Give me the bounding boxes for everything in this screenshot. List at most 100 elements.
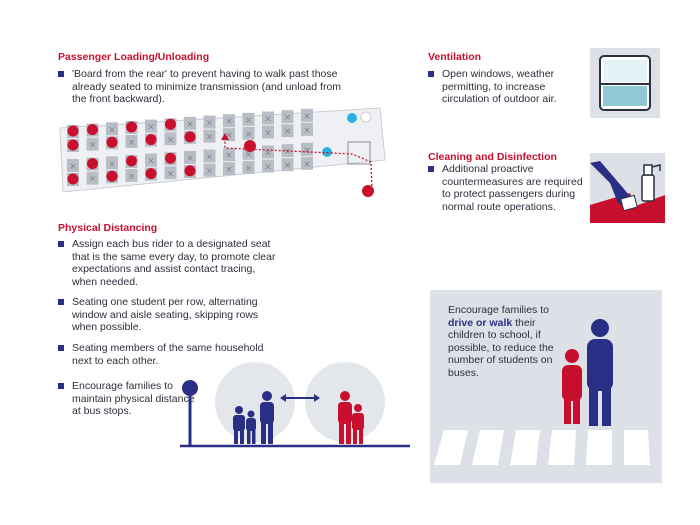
empty-seat-mark: × [89, 141, 97, 151]
empty-seat-mark: × [128, 138, 136, 148]
empty-seat-mark: × [69, 162, 77, 172]
seat [301, 156, 313, 170]
seat [262, 159, 274, 173]
empty-seat-mark: × [264, 149, 272, 159]
empty-seat-mark: × [284, 161, 292, 171]
empty-seat-mark: × [186, 154, 194, 164]
seated-passenger [145, 168, 157, 180]
seat [184, 116, 196, 130]
seat [262, 125, 274, 139]
navy-family-icon [233, 391, 274, 444]
empty-seat-mark: × [186, 120, 194, 130]
seat [67, 159, 79, 172]
seated-passenger [67, 139, 79, 151]
empty-seat-mark: × [264, 129, 272, 139]
cleaning-icon [590, 153, 665, 223]
empty-seat-mark: × [284, 147, 292, 157]
cleaning-bullet: Additional proactive countermeasures are… [428, 163, 592, 213]
seat [262, 111, 274, 125]
seat [301, 122, 313, 136]
seated-passenger [145, 134, 157, 146]
empty-seat-mark: × [206, 153, 214, 163]
seat [145, 153, 157, 167]
seat [203, 129, 216, 143]
seat [125, 134, 138, 148]
empty-seat-mark: × [245, 116, 253, 126]
empty-seat-mark: × [264, 163, 272, 173]
drive-walk-text: Encourage families to drive or walk thei… [448, 304, 563, 379]
drive-walk-panel: Encourage families to drive or walk thei… [430, 290, 662, 483]
empty-seat-mark: × [225, 165, 233, 175]
cleaning-title: Cleaning and Disinfection [428, 151, 557, 163]
crosswalk-stripes [434, 430, 650, 465]
empty-seat-mark: × [303, 112, 311, 122]
seated-passenger [106, 136, 118, 148]
empty-seat-mark: × [284, 127, 292, 137]
empty-seat-mark: × [245, 150, 253, 160]
ventilation-bullet: Open windows, weather permitting, to inc… [428, 68, 592, 106]
seat [203, 115, 216, 129]
drive-walk-highlight: drive or walk [448, 316, 513, 329]
ventilation-title: Ventilation [428, 51, 482, 63]
driver-dot [347, 113, 357, 123]
front-seat-dot [322, 147, 332, 157]
door-dot [360, 111, 372, 123]
empty-seat-mark: × [147, 157, 155, 167]
seat [164, 132, 177, 146]
boarding-path [224, 138, 373, 191]
drive-walk-text-pre: Encourage families to [448, 304, 549, 316]
distancing-title: Physical Distancing [58, 222, 158, 234]
door-step [347, 141, 371, 165]
seat [203, 149, 216, 163]
seat [281, 124, 294, 138]
empty-seat-mark: × [167, 135, 175, 145]
seat [106, 122, 118, 136]
seat [242, 160, 255, 174]
seated-passenger [87, 124, 98, 136]
seat [223, 114, 235, 128]
empty-seat-mark: × [206, 167, 214, 177]
empty-seat-mark: × [108, 159, 116, 169]
empty-seat-mark: × [245, 130, 253, 140]
seat [145, 119, 157, 133]
bus-stop-sign-icon [182, 380, 198, 396]
seat [242, 112, 255, 126]
empty-seat-mark: × [225, 131, 233, 141]
seated-passenger [184, 165, 196, 177]
empty-seat-mark: × [89, 175, 97, 185]
bus-seating-diagram: ××××××××××××××××××××××××××××××××××××× [59, 107, 386, 197]
empty-seat-mark: × [303, 146, 311, 156]
seated-passenger [165, 152, 176, 164]
empty-seat-mark: × [147, 123, 155, 133]
distancing-bullet-1: Assign each bus rider to a designated se… [58, 238, 282, 288]
empty-seat-mark: × [225, 151, 233, 161]
boarding-arrow [221, 133, 229, 140]
seated-passenger [67, 173, 79, 185]
seat [106, 156, 118, 170]
empty-seat-mark: × [206, 133, 214, 143]
seated-passenger [106, 170, 118, 182]
empty-seat-mark: × [167, 169, 175, 179]
seat [242, 126, 255, 140]
red-family-icon [338, 391, 364, 444]
adult-walker-icon [587, 319, 613, 426]
distancing-bullet-4: Encourage families to maintain physical … [58, 380, 197, 418]
empty-seat-mark: × [245, 164, 253, 174]
seated-passenger [67, 125, 79, 137]
empty-seat-mark: × [264, 115, 272, 125]
seat [223, 148, 235, 162]
loading-bullet: 'Board from the rear' to prevent having … [58, 68, 342, 106]
seat [203, 163, 216, 177]
empty-seat-mark: × [303, 126, 311, 136]
seated-passenger [165, 118, 176, 130]
boarding-passenger [244, 140, 256, 152]
seat [281, 110, 294, 124]
empty-seat-mark: × [108, 125, 116, 135]
seat [125, 168, 138, 182]
child-walker-icon [562, 349, 582, 424]
empty-seat-mark: × [225, 117, 233, 127]
entering-passenger [362, 185, 374, 197]
window-icon [590, 48, 660, 118]
empty-seat-mark: × [128, 172, 136, 182]
seat [86, 171, 99, 185]
